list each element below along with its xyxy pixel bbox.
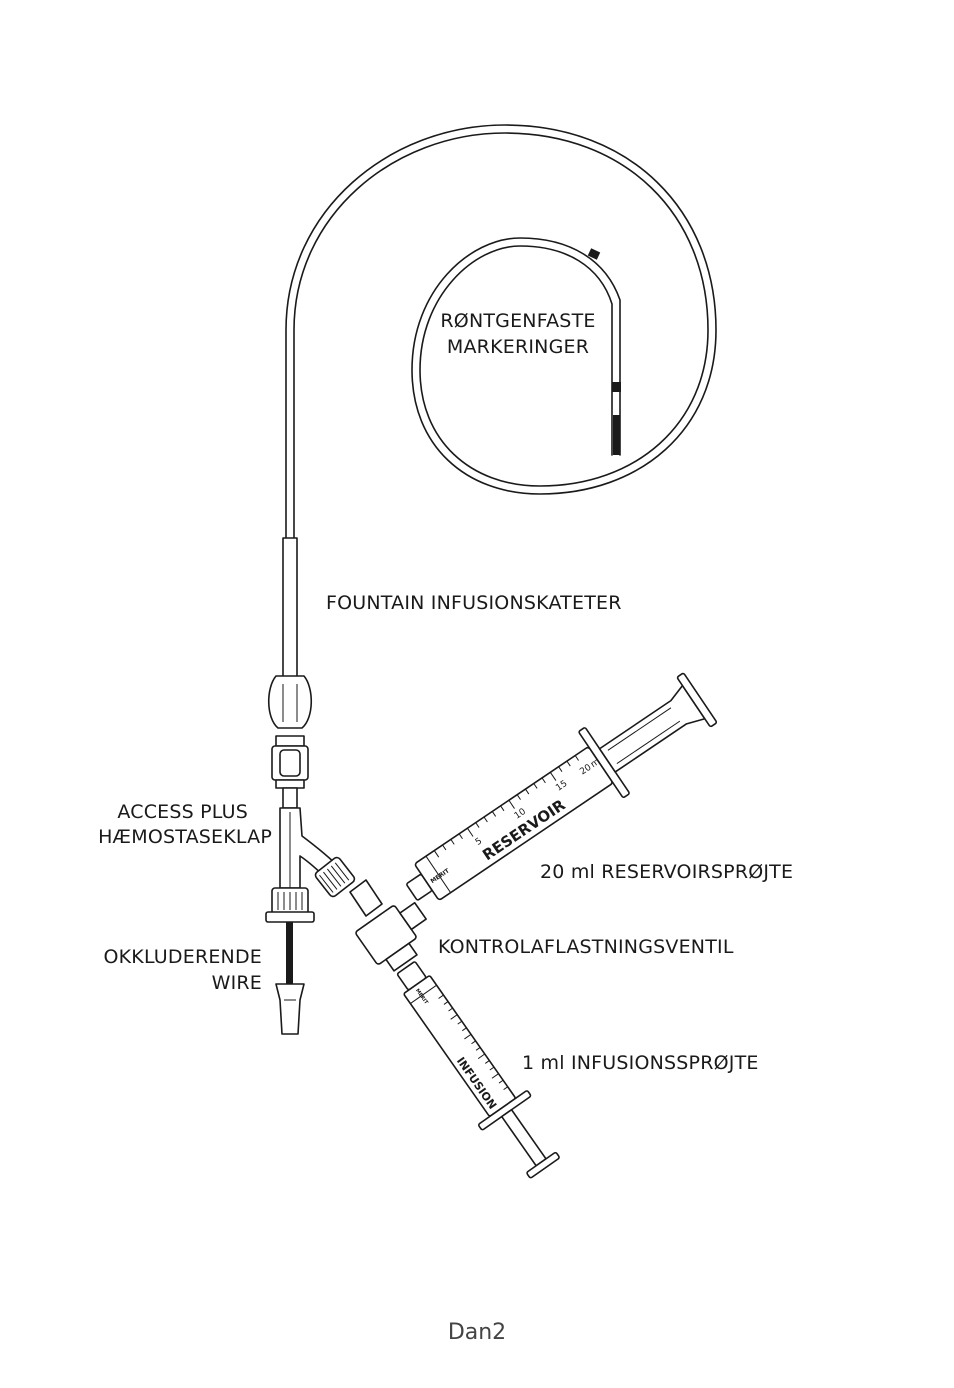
label-check-valve: KONTROLAFLASTNINGSVENTIL: [438, 936, 734, 958]
label-hemostasis-valve-line1: ACCESS PLUS: [117, 801, 248, 823]
label-occluding-wire-line2: WIRE: [212, 972, 262, 994]
catheter-coil: [285, 124, 717, 541]
label-radiopaque-markers-line1: RØNTGENFASTE: [440, 310, 595, 332]
hemostasis-valve: [265, 807, 356, 923]
connector-tube: [349, 879, 383, 917]
occluding-wire: [275, 922, 305, 1035]
label-radiopaque-markers-line2: MARKERINGER: [447, 336, 589, 358]
label-occluding-wire-line1: OKKLUDERENDE: [103, 946, 262, 968]
label-infusion-syringe: 1 ml INFUSIONSSPRØJTE: [522, 1052, 759, 1074]
catheter-shaft-lower: [267, 537, 313, 809]
marker-band-upper: [587, 248, 601, 260]
marker-band-tip: [612, 382, 621, 392]
label-catheter: FOUNTAIN INFUSIONSKATETER: [326, 592, 622, 614]
label-reservoir-syringe: 20 ml RESERVOIRSPRØJTE: [540, 861, 793, 883]
infusion-syringe: MERIT INFUSION: [396, 961, 560, 1179]
catheter-tip-black: [613, 415, 620, 455]
page-footer: Dan2: [448, 1320, 506, 1345]
reservoir-grad-5: 5: [474, 836, 484, 847]
radiopaque-marker-bands: [587, 248, 621, 455]
check-valve: [355, 901, 427, 972]
reservoir-syringe: 5 10 15 20 ml MERIT RESERVOIR: [406, 672, 718, 901]
label-hemostasis-valve-line2: HÆMOSTASEKLAP: [98, 826, 272, 848]
